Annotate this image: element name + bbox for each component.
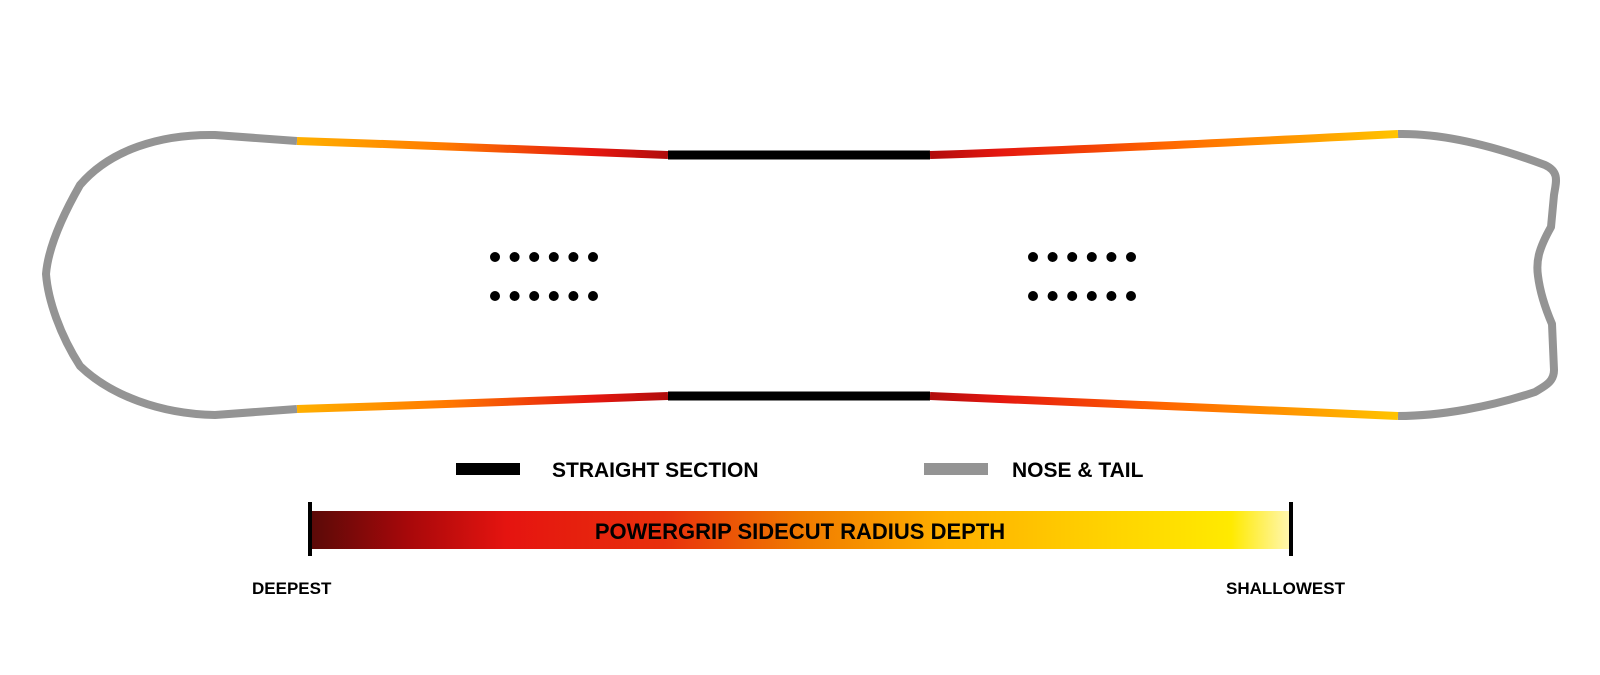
scale-right-tick — [1289, 502, 1293, 556]
insert-hole — [1067, 291, 1078, 301]
bottom-sidecut-right — [929, 392, 1399, 420]
insert-hole — [588, 291, 598, 301]
legend-nose-tail-label: NOSE & TAIL — [1012, 459, 1144, 482]
insert-hole — [548, 252, 559, 262]
insert-hole — [1126, 252, 1136, 262]
nose-outline — [42, 130, 298, 419]
insert-hole — [1028, 252, 1038, 262]
insert-hole — [1047, 291, 1058, 301]
insert-hole — [529, 291, 540, 301]
scale-left-tick — [308, 502, 312, 556]
insert-hole — [1126, 291, 1136, 301]
top-sidecut-left — [296, 137, 669, 159]
legend-nose-tail-swatch — [924, 463, 988, 475]
scale-shallowest-label: SHALLOWEST — [1226, 579, 1345, 598]
insert-hole — [490, 252, 500, 262]
insert-hole — [509, 252, 520, 262]
top-sidecut-right — [929, 130, 1399, 159]
insert-hole — [548, 291, 559, 301]
insert-hole — [1047, 252, 1058, 262]
insert-hole — [490, 291, 500, 301]
insert-hole — [1106, 252, 1117, 262]
insert-hole — [509, 291, 520, 301]
insert-hole — [1106, 291, 1117, 301]
insert-pattern-rear — [1028, 252, 1136, 301]
tail-outline — [1397, 129, 1560, 420]
bottom-sidecut-left — [296, 392, 669, 413]
legend-straight-swatch — [456, 463, 520, 475]
insert-hole — [1086, 252, 1097, 262]
insert-hole — [1086, 291, 1097, 301]
insert-hole — [568, 252, 579, 262]
insert-hole — [588, 252, 598, 262]
legend-straight-section-label: STRAIGHT SECTION — [552, 459, 759, 482]
scale-deepest-label: DEEPEST — [252, 579, 332, 598]
insert-hole — [568, 291, 579, 301]
insert-hole — [1028, 291, 1038, 301]
insert-pattern-front — [490, 252, 598, 301]
depth-scale-bar — [311, 511, 1290, 549]
scale-title: POWERGRIP SIDECUT RADIUS DEPTH — [594, 519, 1006, 544]
insert-hole — [1067, 252, 1078, 262]
insert-hole — [529, 252, 540, 262]
